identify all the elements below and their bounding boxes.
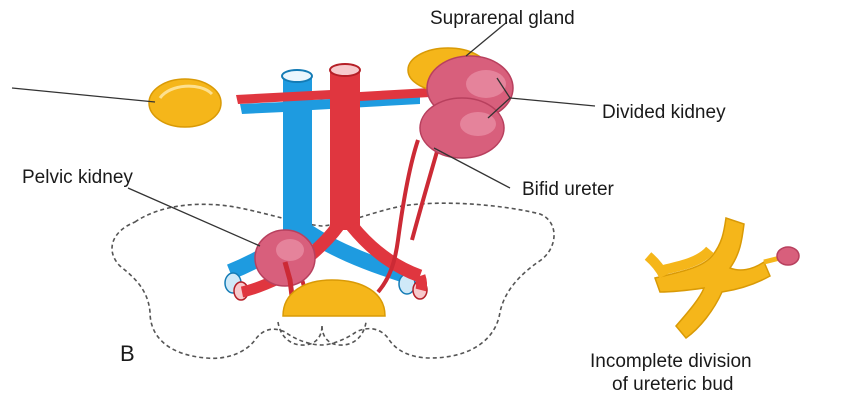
left-suprarenal-gland (149, 79, 221, 127)
label-pelvic-kidney: Pelvic kidney (22, 167, 133, 188)
label-divided-kidney: Divided kidney (602, 102, 726, 123)
label-bifid-ureter: Bifid ureter (522, 179, 615, 200)
panel-letter: B (120, 341, 135, 366)
label-of-ureteric-bud: of ureteric bud (612, 374, 733, 395)
divided-kidney (420, 56, 513, 158)
label-suprarenal-gland: Suprarenal gland (430, 8, 575, 29)
bladder (283, 280, 385, 316)
ureteric-bud-illustration (648, 218, 799, 338)
label-incomplete-division: Incomplete division (590, 351, 752, 372)
